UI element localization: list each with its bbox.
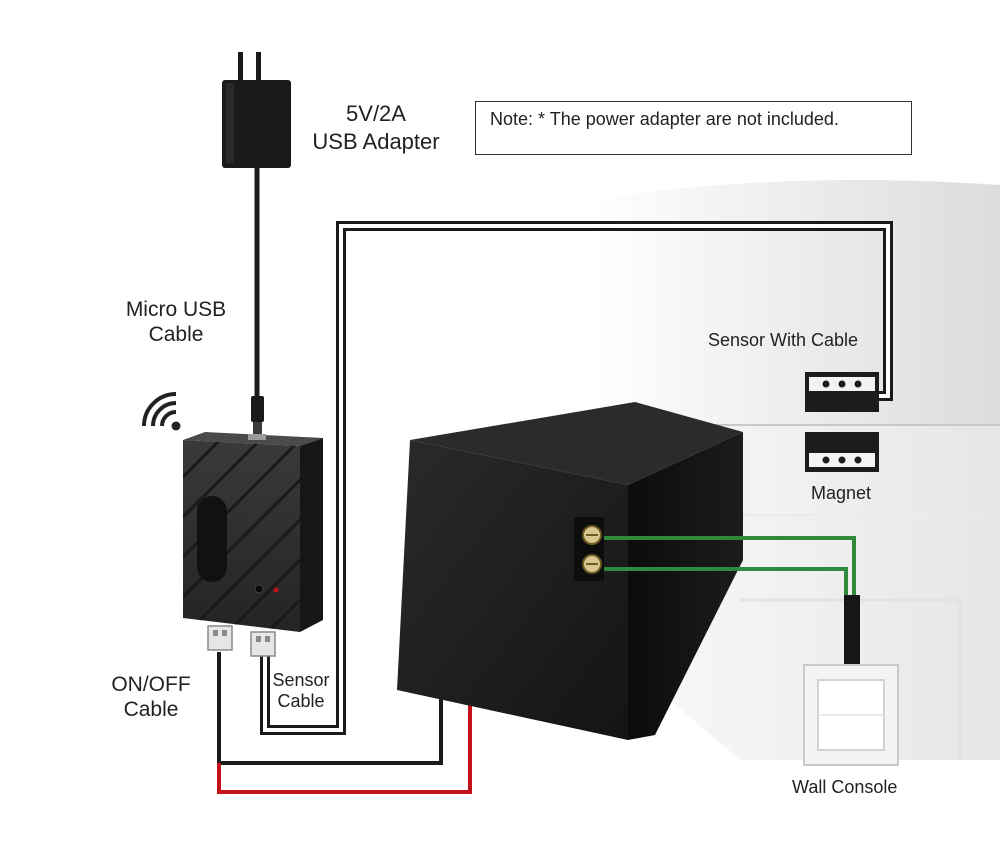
usb-adapter-icon [222,52,291,168]
note-text: Note: * The power adapter are not includ… [490,109,839,129]
sensor-cable-inner [263,224,890,732]
magnet-label: Magnet [811,483,872,503]
on-off-cable-label-line2: Cable [123,698,179,721]
box-front [397,440,628,740]
micro-usb-label-line1: Micro USB [125,298,227,321]
sensor-cable-label-line1: Sensor [272,670,330,690]
device-usb-port [248,434,266,440]
adapter-body [222,80,291,168]
terminal-block [574,517,604,581]
usb-plug-tip [253,422,262,436]
sensor-connector [250,631,276,657]
usb-adapter-label-line2: USB Adapter [312,129,440,154]
sensor-cable-label-line2: Cable [277,691,325,711]
note-box: Note: * The power adapter are not includ… [475,101,912,155]
on-off-connector [207,625,233,651]
device-led [273,587,279,593]
device-side [300,438,323,632]
usb-plug [251,396,264,422]
wifi-icon [142,392,181,431]
green-wire-bottom [604,567,848,598]
on-off-cable-label: ON/OFF Cable [96,672,206,722]
box-top [410,402,743,485]
usb-adapter-label: 5V/2A USB Adapter [298,100,454,156]
garage-wall [590,180,1000,425]
door-sensor-icon [805,372,879,412]
wall-console-label: Wall Console [792,777,898,797]
on-off-cable-label-line1: ON/OFF [111,673,191,696]
micro-usb-cable [251,168,264,436]
adapter-highlight [226,83,234,163]
floor-line [740,598,962,760]
usb-adapter-label-line1: 5V/2A [346,101,406,126]
magnet-icon [805,432,879,472]
console-cable [844,595,860,667]
device-reset-hole [254,584,264,594]
adapter-prong-right [256,52,261,82]
green-wire-top [604,536,856,598]
device-button [197,496,227,582]
wall-console-icon [803,664,899,766]
box-side [628,432,743,740]
micro-usb-label-line2: Cable [148,323,204,346]
adapter-prong-left [238,52,243,82]
wifi-controller-device [183,432,323,632]
sensor-cable-label: Sensor Cable [262,670,340,712]
garage-opener-box [397,402,743,740]
sensor-with-cable-label: Sensor With Cable [708,330,859,350]
micro-usb-label: Micro USB Cable [106,297,246,347]
